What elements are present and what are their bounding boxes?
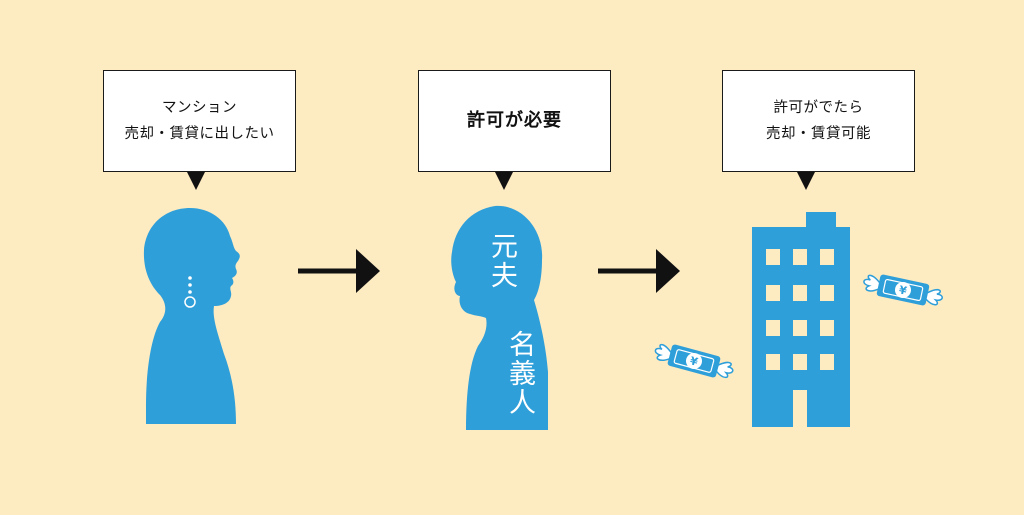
bubble-line-1: 許可がでたら: [773, 100, 864, 116]
flying-money-icon: ¥: [863, 274, 943, 306]
man-silhouette-icon: [451, 205, 548, 430]
bubble-pointer-icon: [495, 172, 513, 190]
yen-symbol: ¥: [898, 283, 909, 297]
arrow-right-icon: [598, 249, 680, 293]
yen-symbol: ¥: [688, 354, 699, 369]
bubble-permission-required: 許可が必要: [418, 70, 611, 172]
woman-silhouette-icon: [143, 208, 240, 424]
bubble-sell-rent-wish: マンション 売却・賃貸に出したい: [103, 70, 296, 172]
flying-money-icon: ¥: [654, 343, 734, 379]
building-icon: [752, 212, 850, 427]
bubble-after-permission: 許可がでたら 売却・賃貸可能: [722, 70, 915, 172]
bubble-pointer-icon: [187, 172, 205, 190]
label-ex-husband: 元夫: [486, 232, 517, 290]
bubble-line-2: 売却・賃貸に出したい: [124, 126, 275, 142]
bubble-line-1: マンション: [162, 100, 237, 116]
arrow-right-icon: [298, 249, 380, 293]
label-nominee: 名義人: [504, 330, 535, 417]
bubble-line-1: 許可が必要: [467, 110, 562, 131]
bubble-pointer-icon: [797, 172, 815, 190]
bubble-line-2: 売却・賃貸可能: [766, 126, 871, 142]
